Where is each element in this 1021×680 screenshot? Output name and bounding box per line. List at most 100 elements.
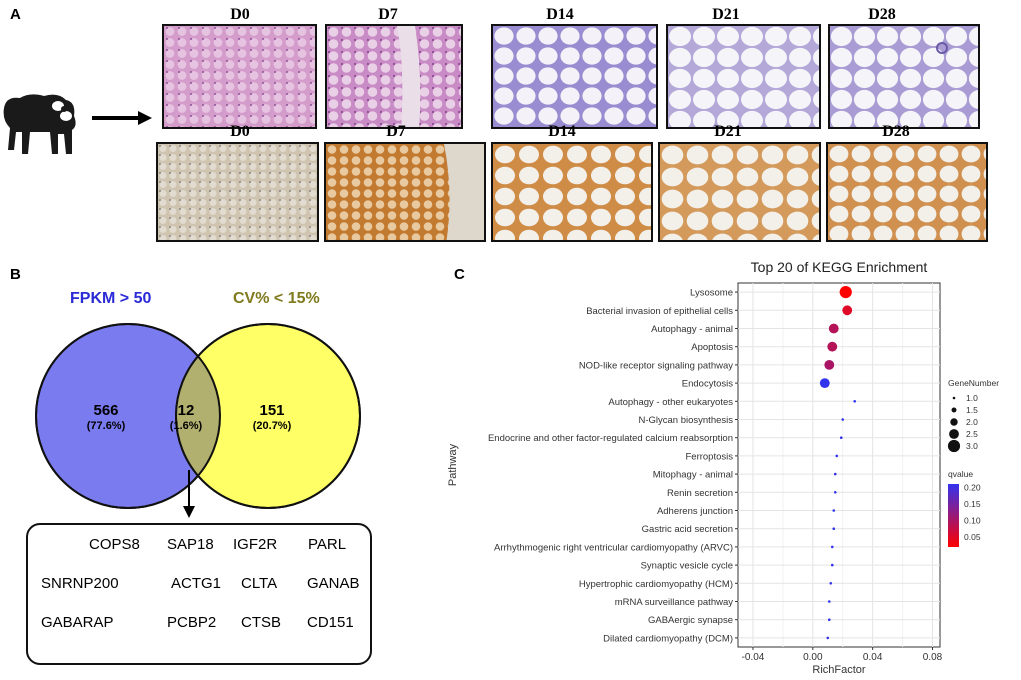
size-legend-dot	[947, 439, 961, 453]
gene-label: CD151	[307, 614, 354, 631]
plot-area	[737, 282, 941, 648]
ihc-image-d28	[826, 142, 988, 242]
data-point	[830, 563, 834, 567]
data-point	[835, 454, 839, 458]
venn-right-percent: (20.7%)	[252, 420, 292, 432]
he-image-d28	[828, 24, 980, 129]
bottom-row-label-d28: D28	[882, 123, 910, 140]
venn-middle-count: 12	[177, 402, 195, 419]
size-legend-dot	[951, 407, 957, 413]
color-legend-title: qvalue	[948, 469, 973, 479]
y-tick-label: Ferroptosis	[685, 451, 733, 462]
ihc-image-d14	[491, 142, 653, 242]
shared-genes-box: COPS8 SAP18 IGF2R PARL SNRNP200 ACTG1 CL…	[26, 523, 372, 665]
venn-right-count: 151	[259, 402, 285, 419]
y-tick-label: Endocrine and other factor-regulated cal…	[488, 433, 733, 444]
bottom-row-label-d7: D7	[386, 123, 406, 140]
data-point	[833, 491, 837, 494]
y-tick-label: Autophagy - other eukaryotes	[608, 397, 733, 408]
y-tick-label: Renin secretion	[667, 488, 733, 499]
y-tick-label: Dilated cardiomyopathy (DCM)	[603, 633, 733, 644]
y-axis-label: Pathway	[447, 443, 459, 486]
panel-b-label: B	[10, 266, 21, 283]
color-legend-label: 0.15	[964, 499, 981, 509]
y-tick-label: Synaptic vesicle cycle	[641, 561, 733, 572]
pig-illustration	[0, 72, 92, 164]
color-legend-bar	[948, 484, 959, 547]
size-legend-dot	[952, 396, 956, 400]
top-row-label-d14: D14	[546, 6, 574, 23]
data-point	[826, 636, 830, 640]
data-point	[827, 618, 831, 621]
size-legend-label: 3.0	[966, 441, 978, 451]
top-row-label-d0: D0	[230, 6, 250, 23]
color-legend-label: 0.05	[964, 532, 981, 542]
y-tick-label: mRNA surveillance pathway	[615, 597, 734, 608]
data-point	[829, 582, 833, 585]
gene-label: COPS8	[89, 536, 140, 553]
venn-middle-percent: (1.6%)	[169, 420, 203, 432]
size-legend-label: 2.5	[966, 429, 978, 439]
gene-label: CTSB	[241, 614, 282, 631]
data-point	[832, 509, 836, 512]
size-legend-label: 2.0	[966, 417, 978, 427]
venn-left-percent: (77.6%)	[86, 420, 126, 432]
gene-label: SAP18	[167, 536, 214, 553]
venn-right-title: CV% < 15%	[233, 290, 320, 307]
data-point	[827, 600, 831, 603]
gene-label: CLTA	[241, 575, 278, 592]
he-image-d7	[325, 24, 463, 129]
y-tick-label: Bacterial invasion of epithelial cells	[586, 306, 733, 317]
chart-title: Top 20 of KEGG Enrichment	[751, 259, 928, 275]
he-image-d14	[491, 24, 658, 129]
bottom-row-label-d14: D14	[548, 123, 576, 140]
ihc-image-d7	[324, 142, 486, 242]
y-tick-label: Arrhythmogenic right ventricular cardiom…	[494, 542, 733, 553]
color-legend-label: 0.20	[964, 482, 981, 492]
data-point	[833, 472, 837, 476]
data-point	[830, 545, 834, 549]
x-tick-label: 0.08	[923, 652, 943, 663]
data-point	[819, 378, 830, 388]
size-legend-label: 1.5	[966, 405, 978, 415]
venn-left-title: FPKM > 50	[70, 290, 152, 307]
color-legend-label: 0.10	[964, 515, 981, 525]
y-tick-label: Gastric acid secretion	[642, 524, 733, 535]
arrow-right-icon	[92, 110, 152, 131]
top-row-label-d28: D28	[868, 6, 896, 23]
gene-label: SNRNP200	[41, 575, 119, 592]
y-tick-label: Lysosome	[690, 288, 733, 299]
top-row-label-d21: D21	[712, 6, 740, 23]
gene-label: GABARAP	[41, 614, 114, 631]
y-tick-label: Hypertrophic cardiomyopathy (HCM)	[579, 579, 733, 590]
gene-label: ACTG1	[171, 575, 222, 592]
data-point	[842, 305, 853, 316]
he-image-d21	[666, 24, 821, 129]
panel-a-label: A	[10, 6, 21, 23]
kegg-enrichment-chart: Top 20 of KEGG EnrichmentLysosomeBacteri…	[447, 259, 999, 676]
x-tick-label: 0.04	[863, 652, 883, 663]
data-point	[827, 341, 838, 352]
y-tick-label: N-Glycan biosynthesis	[638, 415, 733, 426]
he-image-d0	[162, 24, 317, 129]
panel-c-label: C	[454, 266, 465, 283]
venn-diagram	[35, 323, 361, 509]
bottom-row-label-d0: D0	[230, 123, 250, 140]
top-row-label-d7: D7	[378, 6, 398, 23]
venn-left-count: 566	[93, 402, 119, 419]
y-tick-label: Mitophagy - animal	[653, 470, 733, 481]
data-point	[828, 323, 839, 334]
y-tick-label: Apoptosis	[691, 342, 733, 353]
size-legend-title: GeneNumber	[948, 378, 999, 388]
x-axis-label: RichFactor	[812, 664, 866, 676]
y-tick-label: GABAergic synapse	[648, 615, 733, 626]
data-point	[841, 418, 845, 421]
ihc-image-d21	[658, 142, 821, 242]
data-point	[853, 400, 857, 403]
ihc-image-d0	[156, 142, 319, 242]
y-tick-label: Autophagy - animal	[651, 324, 733, 335]
y-tick-label: Endocytosis	[682, 379, 733, 390]
y-tick-label: NOD-like receptor signaling pathway	[579, 360, 733, 371]
x-tick-label: 0.00	[803, 652, 823, 663]
data-point	[824, 360, 835, 370]
